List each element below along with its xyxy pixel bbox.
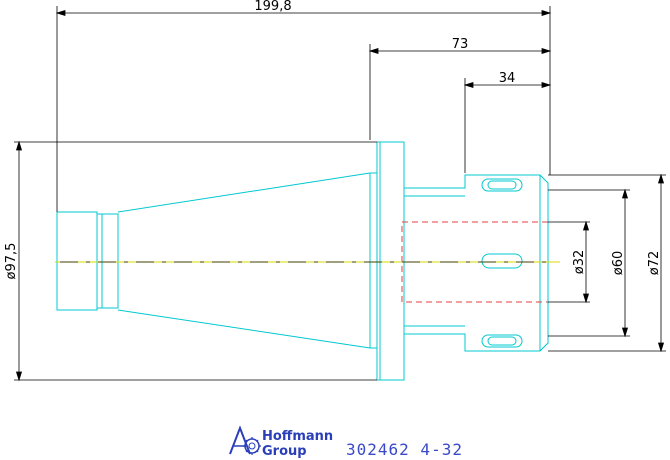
shank-end xyxy=(56,211,98,311)
dim-collet-outer-diameter: ø72 xyxy=(647,251,662,276)
dim-collet-inner-diameter: ø60 xyxy=(611,251,626,276)
slot-bottom xyxy=(481,334,523,348)
shank-groove xyxy=(97,213,119,309)
dim-length-from-flange: 73 xyxy=(452,37,469,52)
part-code: 302462 4-32 xyxy=(346,440,463,459)
dim-flange-diameter: ø97,5 xyxy=(4,243,19,280)
slot-top-inner xyxy=(487,180,517,190)
dim-collet-length: 34 xyxy=(499,71,516,86)
dimension-lines xyxy=(14,6,666,382)
taper-bottom xyxy=(117,309,371,349)
neck xyxy=(404,174,549,352)
dim-overall-length: 199,8 xyxy=(254,0,291,14)
slot-top xyxy=(481,178,523,192)
flange-body xyxy=(376,141,405,381)
brand-name-line1: Hoffmann xyxy=(262,429,333,444)
part-outline xyxy=(56,141,549,381)
hoffmann-logo-icon xyxy=(229,425,261,455)
dim-bore-diameter: ø32 xyxy=(572,250,587,275)
slot-bottom-inner xyxy=(487,336,517,346)
taper-top xyxy=(117,172,371,213)
brand-name-line2: Group xyxy=(262,444,307,459)
slot-mid xyxy=(481,253,523,269)
